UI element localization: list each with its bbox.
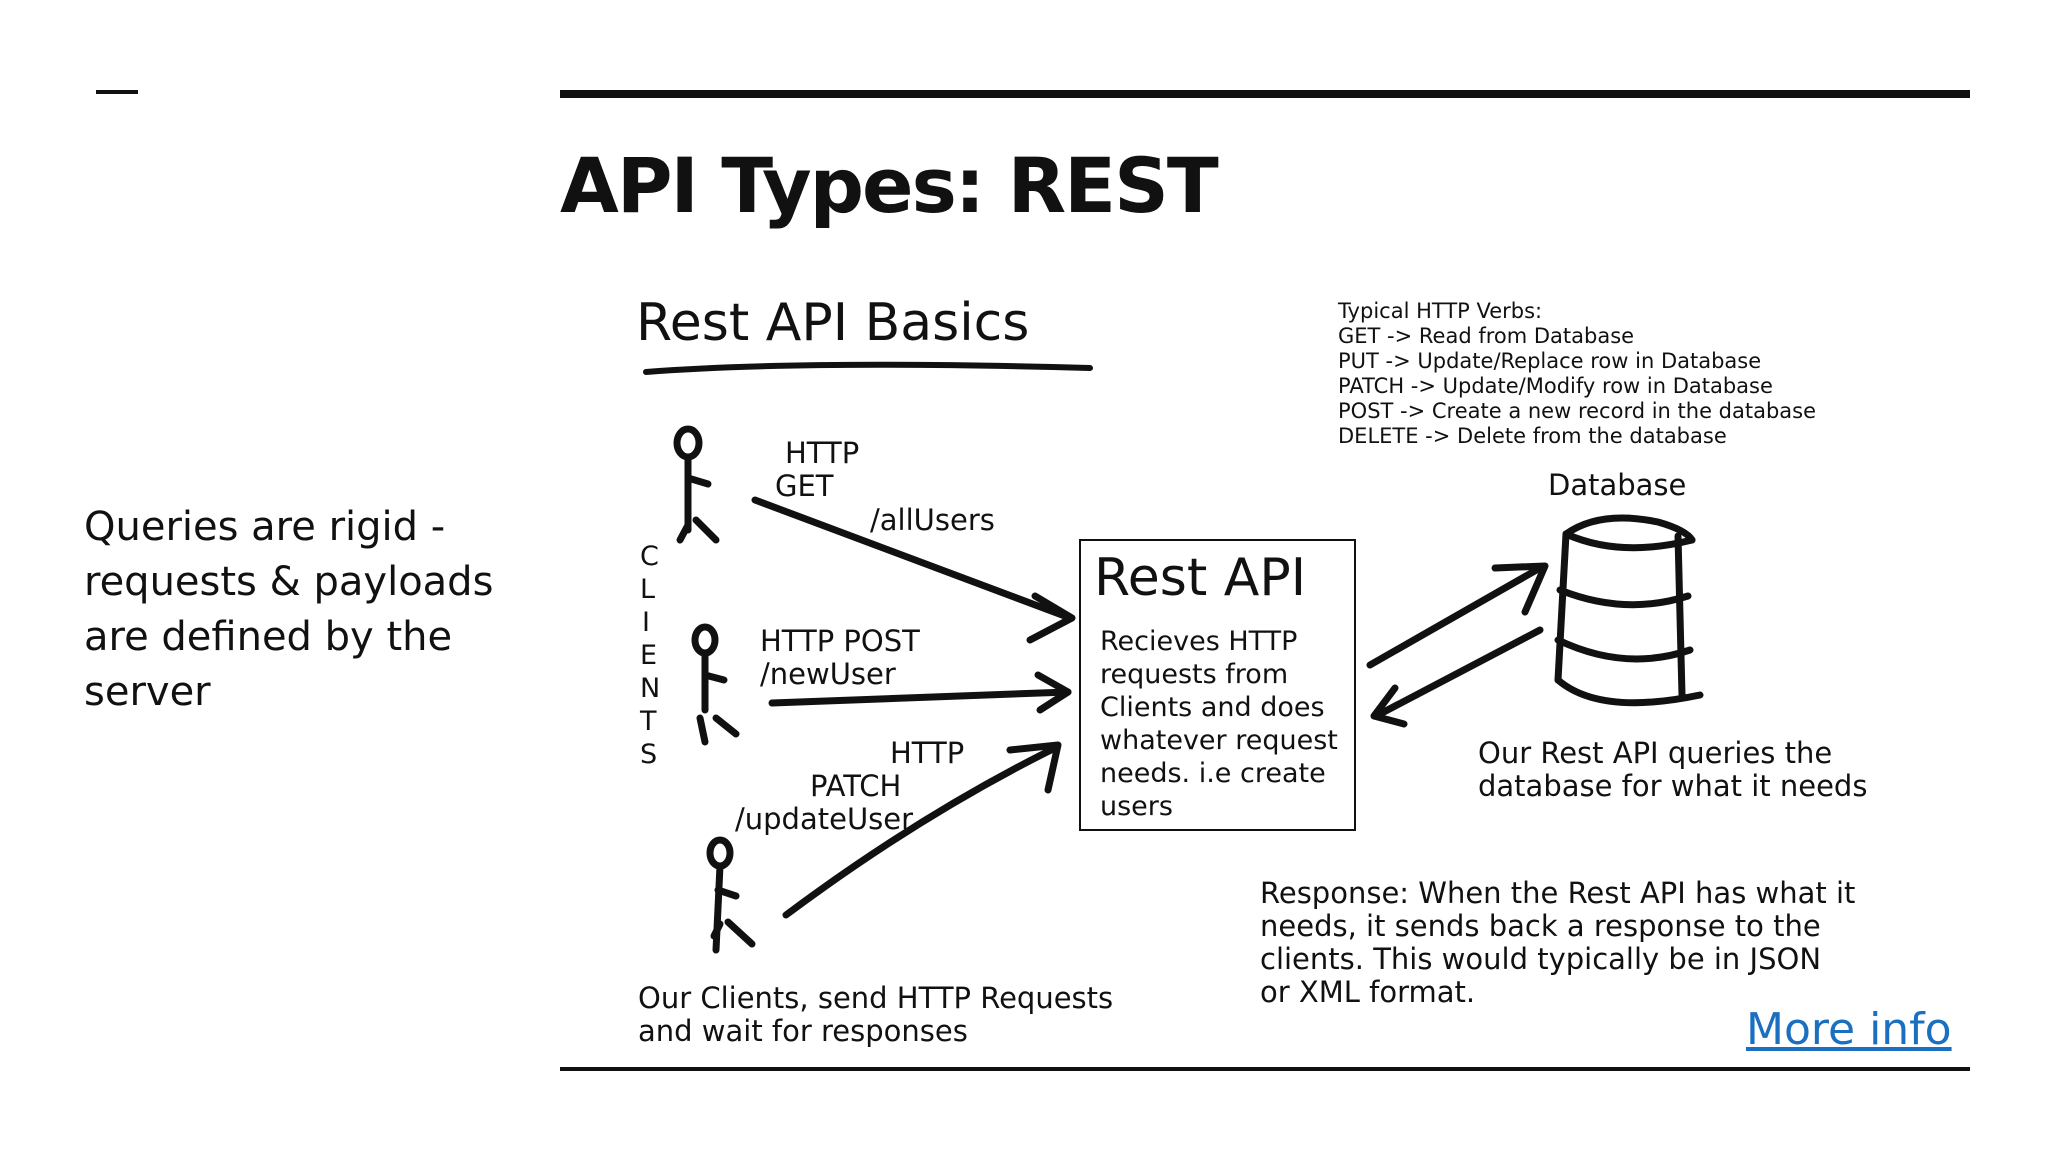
http-verbs-list: Typical HTTP Verbs: GET -> Read from Dat…	[1337, 299, 1816, 448]
verb-line: GET -> Read from Database	[1338, 324, 1634, 348]
database-caption-line: database for what it needs	[1478, 769, 1867, 803]
diagram-heading: Rest API Basics	[636, 293, 1029, 353]
rest-api-body-line: users	[1100, 791, 1173, 822]
svg-text:E: E	[640, 640, 657, 671]
database-cylinder-icon	[1554, 514, 1704, 707]
top-rule	[560, 90, 1970, 98]
slide-dash-accent	[96, 90, 138, 94]
verb-line: PUT -> Update/Replace row in Database	[1338, 349, 1761, 373]
patch-label-line: HTTP	[890, 736, 964, 770]
slide-title: API Types: REST	[560, 141, 1219, 230]
get-label-line: HTTP	[785, 436, 859, 470]
rest-api-title: Rest API	[1094, 548, 1306, 608]
svg-text:T: T	[639, 706, 657, 737]
side-text: Queries are rigid - requests & payloads …	[84, 504, 494, 715]
post-path: /newUser	[760, 657, 896, 691]
patch-label-line: /updateUser	[735, 802, 913, 836]
svg-text:C: C	[640, 541, 659, 572]
verb-line: PATCH -> Update/Modify row in Database	[1338, 374, 1773, 398]
rest-api-body-line: whatever request	[1100, 725, 1338, 756]
query-arrow-icon	[1366, 562, 1549, 669]
clients-caption-line: and wait for responses	[638, 1014, 968, 1048]
rest-api-body-line: requests from	[1100, 659, 1288, 690]
response-text-line: needs, it sends back a response to the	[1260, 909, 1821, 943]
heading-underline	[643, 361, 1093, 375]
more-info-link[interactable]: More info	[1746, 1004, 1952, 1055]
patch-arrow-icon	[782, 741, 1062, 919]
database-caption-line: Our Rest API queries the	[1478, 736, 1832, 770]
stick-figure-icon	[706, 836, 756, 954]
rest-api-body-line: Clients and does	[1100, 692, 1325, 723]
response-text-line: or XML format.	[1260, 975, 1475, 1009]
response-text-line: Response: When the Rest API has what it	[1260, 876, 1855, 910]
svg-text:L: L	[640, 574, 655, 605]
response-arrow-icon	[1370, 626, 1544, 728]
get-path: /allUsers	[870, 503, 995, 537]
get-arrow-icon	[751, 496, 1076, 644]
verb-line: POST -> Create a new record in the datab…	[1338, 399, 1816, 423]
database-label: Database	[1548, 468, 1686, 502]
clients-caption-line: Our Clients, send HTTP Requests	[638, 981, 1113, 1015]
post-label: HTTP POST	[760, 624, 920, 658]
stick-figure-icon	[691, 623, 740, 746]
rest-api-box	[1079, 539, 1356, 831]
svg-text:I: I	[642, 607, 650, 638]
svg-text:S: S	[640, 739, 657, 770]
response-text-line: clients. This would typically be in JSON	[1260, 942, 1821, 976]
svg-text:N: N	[640, 673, 660, 704]
get-label-line: GET	[775, 469, 834, 503]
rest-api-body-line: needs. i.e create	[1100, 758, 1326, 789]
post-arrow-icon	[768, 671, 1072, 714]
bottom-rule	[560, 1067, 1970, 1071]
verbs-title: Typical HTTP Verbs:	[1337, 299, 1542, 323]
clients-vertical-label: C L I E N T S	[639, 541, 660, 770]
verb-line: DELETE -> Delete from the database	[1338, 424, 1727, 448]
patch-label-line: PATCH	[810, 769, 901, 803]
rest-api-body-line: Recieves HTTP	[1100, 626, 1297, 657]
stick-figure-icon	[673, 425, 720, 544]
